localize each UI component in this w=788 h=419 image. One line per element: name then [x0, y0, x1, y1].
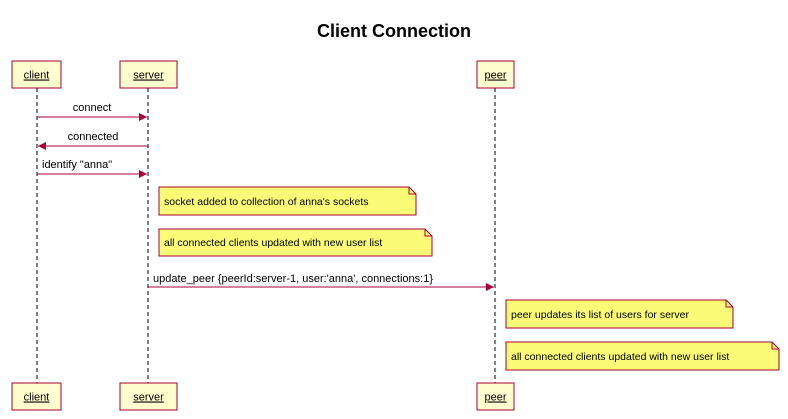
participant-client-top: client — [11, 60, 62, 89]
participant-label: client — [24, 70, 50, 82]
participant-label: peer — [484, 70, 506, 82]
participant-server-top: server — [119, 60, 178, 89]
participant-server-bottom: server — [119, 382, 178, 411]
note: socket added to collection of anna's soc… — [158, 186, 417, 216]
message-label: connect — [73, 102, 112, 114]
participant-label: client — [24, 392, 50, 404]
participant-client-bottom: client — [11, 382, 62, 411]
message-label: identify "anna" — [42, 159, 112, 171]
note-text: all connected clients updated with new u… — [511, 351, 729, 363]
note: all connected clients updated with new u… — [505, 341, 780, 371]
note-text: all connected clients updated with new u… — [164, 237, 382, 249]
note-text: peer updates its list of users for serve… — [511, 309, 689, 321]
participant-label: peer — [484, 392, 506, 404]
note: peer updates its list of users for serve… — [505, 299, 734, 329]
note-text: socket added to collection of anna's soc… — [164, 196, 369, 208]
message-label: update_peer {peerId:server-1, user:'anna… — [153, 273, 433, 285]
diagram-title: Client Connection — [317, 21, 471, 41]
participant-peer-bottom: peer — [476, 382, 515, 411]
participant-label: server — [133, 70, 164, 82]
note: all connected clients updated with new u… — [158, 228, 433, 257]
participant-peer-top: peer — [476, 60, 515, 89]
message-label: connected — [68, 131, 119, 143]
participant-label: server — [133, 392, 164, 404]
